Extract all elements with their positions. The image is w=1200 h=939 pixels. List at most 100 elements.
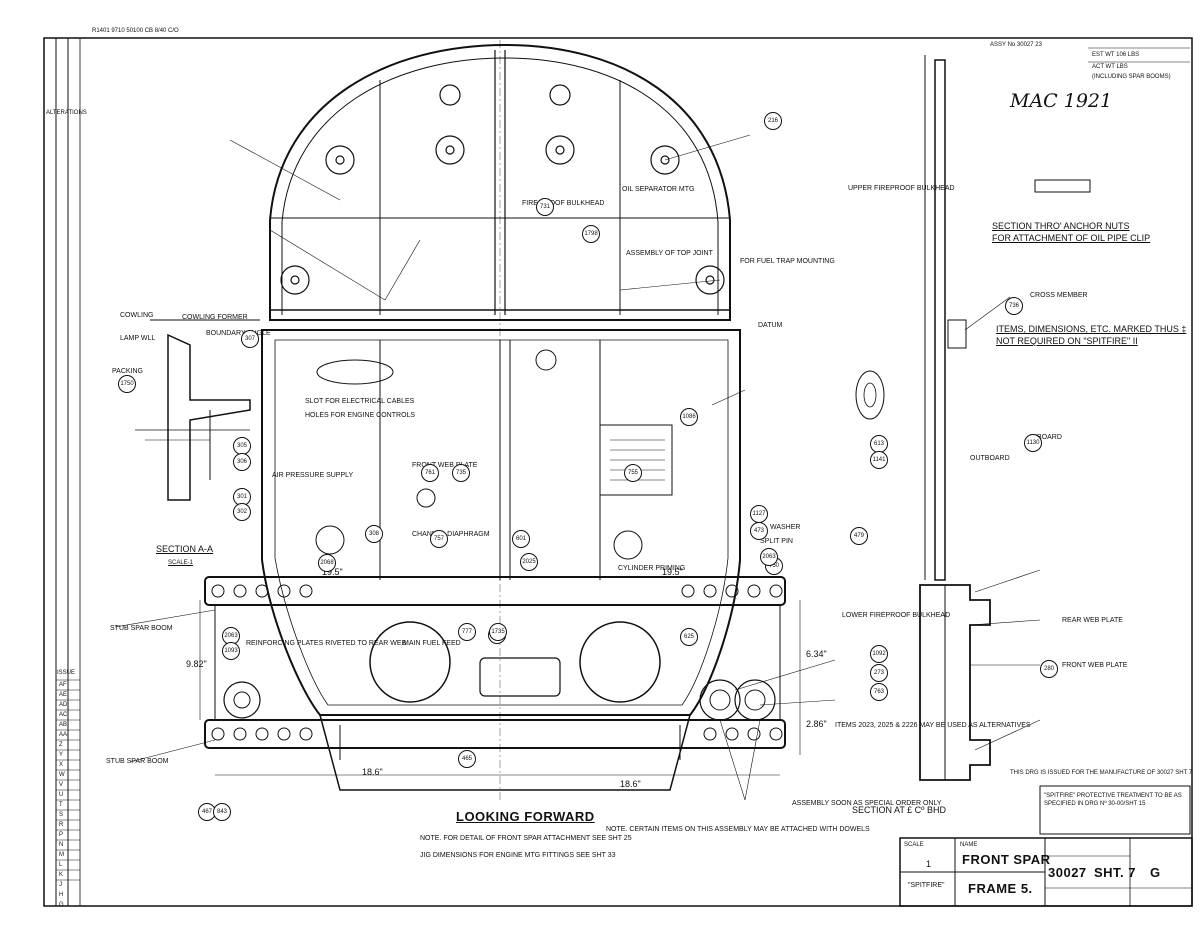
section-aa-title: SECTION A-A (156, 544, 214, 554)
label-slot: SLOT FOR ELECTRICAL CABLES (305, 398, 415, 405)
item-number-bubble: 1092 (870, 645, 888, 663)
bolt-flange-inner (233, 691, 251, 709)
label-cowling-former: COWLING FORMER (182, 314, 248, 321)
lower-boom-holes (211, 727, 783, 741)
spar-section-profile (919, 584, 991, 781)
item-number-bubble: 280 (1040, 660, 1058, 678)
revision-row-label: AF (59, 682, 67, 688)
dome-lightening-holes (280, 84, 725, 295)
act-weight: ACT WT LBS (1092, 64, 1128, 70)
bolt-flange (734, 679, 776, 721)
revision-row-label: J (59, 882, 62, 888)
item-number-bubble: 308 (365, 525, 383, 543)
item-number-bubble: 843 (213, 803, 231, 821)
note-4: ASSEMBLY SOON AS SPECIAL ORDER ONLY (792, 800, 942, 807)
item-number-bubble: 216 (764, 112, 782, 130)
dim-top-right: 19.5" (662, 567, 683, 577)
label-datum: DATUM (758, 322, 783, 329)
revision-row-label: K (59, 872, 64, 878)
dim-vertical: 9.82" (186, 659, 207, 669)
drawing-number: 30027 (1048, 865, 1087, 880)
item-number-bubble: 1086 (680, 408, 698, 426)
item-number-bubble: 731 (536, 198, 554, 216)
revision-row-label: L (59, 862, 63, 868)
item-number-bubble: 601 (512, 530, 530, 548)
anchor-nut-detail (855, 370, 885, 420)
web-lightening-hole (369, 621, 451, 703)
item-number-bubble: 625 (680, 628, 698, 646)
top-note: R1401 9710 50100 CB 8/40 C/O (92, 28, 179, 34)
revision-row-label: AB (59, 722, 68, 728)
item-number-bubble: 465 (458, 750, 476, 768)
aircraft-type: "SPITFIRE" (908, 882, 945, 889)
bolt-flange-inner (744, 689, 766, 711)
protective-treatment-note: "SPITFIRE" PROTECTIVE TREATMENT TO BE AS… (1044, 793, 1182, 808)
note-2: NOTE. CERTAIN ITEMS ON THIS ASSEMBLY MAY… (606, 826, 870, 833)
protective-treatment-box (1039, 785, 1191, 835)
middle-frame (261, 329, 741, 716)
item-number-bubble: 2025 (520, 553, 538, 571)
items-note-2: NOT REQUIRED ON "SPITFIRE" II (996, 336, 1138, 346)
label-front-web-plate: FRONT WEB PLATE (1062, 662, 1128, 669)
revision-row-label: R (59, 822, 64, 828)
item-number-bubble: 2063 (760, 548, 778, 566)
assy-no: ASSY No 30027 23 (990, 42, 1042, 48)
label-inboard: INBOARD (1030, 434, 1062, 441)
lower-spar-boom (204, 719, 786, 749)
item-number-bubble: 757 (430, 530, 448, 548)
item-number-bubble: 1735 (489, 623, 507, 641)
revision-row-label: G (59, 902, 64, 908)
section-anchor-title: SECTION THRO' ANCHOR NUTS (992, 221, 1130, 231)
item-number-bubble: 1141 (870, 451, 888, 469)
item-number-bubble: 1130 (1024, 434, 1042, 452)
label-lower-fireproof: LOWER FIREPROOF BULKHEAD (842, 612, 951, 619)
label-boundary: BOUNDARY ANGLE (206, 330, 271, 337)
est-weight: EST WT 106 LBS (1092, 52, 1140, 58)
label-oil-separator: OIL SEPARATOR MTG (622, 186, 695, 193)
anchor-nut-section (1034, 179, 1091, 193)
revision-row-label: U (59, 792, 64, 798)
label-cross-member: CROSS MEMBER (1030, 292, 1088, 299)
revision-row-label: S (59, 812, 64, 818)
side-section-web (934, 59, 946, 581)
leader-lines (114, 134, 1041, 801)
item-number-bubble: 479 (850, 527, 868, 545)
bolt-flange-inner (709, 689, 731, 711)
issue-label: ISSUE (57, 670, 76, 676)
label-holes-engine: HOLES FOR ENGINE CONTROLS (305, 412, 416, 419)
dim-right: 18.6" (620, 779, 641, 789)
drawn-count: 1 (926, 859, 932, 869)
label-rear-web: REAR WEB PLATE (1062, 617, 1123, 624)
item-number-bubble: 473 (750, 522, 768, 540)
label-stub-spar-boom: STUB SPAR BOOM (110, 625, 173, 632)
revision-row-label: W (59, 772, 65, 778)
label-upper-fireproof: UPPER FIREPROOF BULKHEAD (848, 185, 955, 192)
item-number-bubble: 1093 (222, 642, 240, 660)
section-aa-profile (167, 333, 251, 501)
label-outboard: OUTBOARD (970, 455, 1010, 462)
dim-left: 18.6" (362, 767, 383, 777)
revision-row-label: Z (59, 742, 63, 748)
label-fire-proof: FIRE PROOF BULKHEAD (522, 200, 605, 207)
item-number-bubble: 761 (421, 464, 439, 482)
issue-letter: G (1150, 865, 1161, 880)
revision-row-label: N (59, 842, 64, 848)
label-reinforcing: REINFORCING PLATES RIVETED TO REAR WEB (246, 640, 407, 647)
small-hole (416, 488, 436, 508)
items-note: ITEMS, DIMENSIONS, ETC. MARKED THUS ‡ (996, 324, 1187, 334)
label-front-web: FRONT WEB PLATE (412, 462, 478, 469)
front-web-plate (214, 604, 781, 721)
item-number-bubble: 755 (624, 464, 642, 482)
revision-row-label: AE (59, 692, 68, 698)
revision-rows (56, 679, 80, 881)
note-1b: JIG DIMENSIONS FOR ENGINE MTG FITTINGS S… (420, 852, 616, 859)
title-name-label: NAME (960, 842, 978, 848)
upper-bulkhead-dome (269, 43, 731, 321)
note-3: ITEMS 2023, 2025 & 2226 MAY BE USED AS A… (835, 722, 1031, 729)
drawing-title-1: FRONT SPAR (962, 852, 1051, 867)
upper-spar-boom (204, 576, 786, 606)
item-number-bubble: 736 (1005, 297, 1023, 315)
section-cl-title: SECTION AT £ Cº BHD (852, 805, 946, 815)
label-stub-spar-boom-lower: STUB SPAR BOOM (106, 758, 169, 765)
